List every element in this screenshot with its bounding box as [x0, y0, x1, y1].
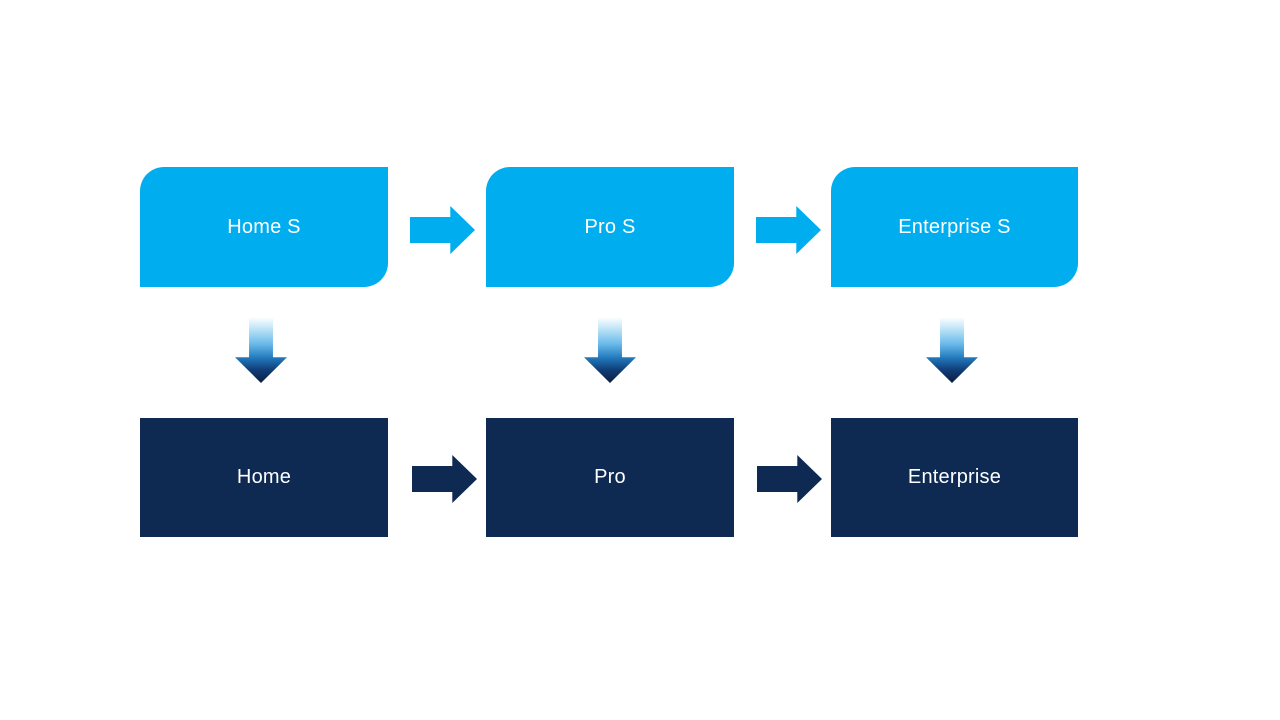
right-arrow-icon: [412, 455, 477, 503]
node-enterprise-s-label: Enterprise S: [898, 215, 1011, 238]
right-arrow-icon: [757, 455, 822, 503]
node-pro-s: Pro S: [486, 167, 734, 287]
down-arrow-icon: [926, 317, 978, 383]
node-enterprise-s: Enterprise S: [831, 167, 1078, 287]
node-home-s: Home S: [140, 167, 388, 287]
down-arrow-icon: [584, 317, 636, 383]
node-pro-s-label: Pro S: [584, 215, 636, 238]
down-arrow-icon: [235, 317, 287, 383]
node-enterprise-label: Enterprise: [907, 466, 1002, 488]
node-home-label: Home: [236, 466, 292, 488]
node-pro-label: Pro: [594, 466, 626, 488]
right-arrow-icon: [756, 206, 821, 254]
node-home-s-label: Home S: [227, 215, 301, 238]
node-home: Home: [140, 418, 388, 537]
node-pro: Pro: [486, 418, 734, 537]
node-enterprise: Enterprise: [831, 418, 1078, 537]
right-arrow-icon: [410, 206, 475, 254]
